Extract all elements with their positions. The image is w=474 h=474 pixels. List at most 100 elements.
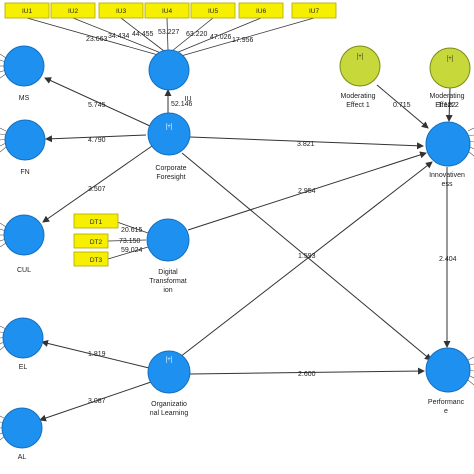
dt-indicator-label: DT2 xyxy=(90,239,103,246)
digital-transformation-label-1: Digital xyxy=(158,269,178,276)
iu-loading-label: 53.227 xyxy=(158,29,180,36)
path-label-mod2-innov: 1.122 xyxy=(438,102,456,109)
iu-label: IU xyxy=(185,96,192,103)
path-dt-innov xyxy=(187,151,427,231)
construct-fn[interactable]: FN xyxy=(4,119,46,176)
iu-loading-label: 17.956 xyxy=(232,37,254,44)
path-cf-fn xyxy=(45,134,147,143)
iu-indicator-6[interactable]: IU6 xyxy=(238,2,284,19)
cul-label: CUL xyxy=(17,267,31,274)
path-label-cf-iu: 52.146 xyxy=(171,101,193,108)
dt-loading-label: 20.615 xyxy=(121,227,143,234)
indicator-stubs xyxy=(0,53,474,441)
dt-loading-labels: 20.615 73.150 59.024 xyxy=(119,227,143,254)
iu-indicator-5[interactable]: IU5 xyxy=(190,2,236,19)
iu-indicator-label: IU6 xyxy=(256,8,267,15)
path-ol-perf xyxy=(189,367,425,375)
path-label-cf-cul: 3.507 xyxy=(88,186,106,193)
moderating-effect-2-label-1: Moderating xyxy=(429,93,464,100)
construct-al[interactable]: AL xyxy=(1,407,43,461)
organizational-learning-label-1: Organizatio xyxy=(151,401,187,408)
iu-indicator-1[interactable]: IU1 xyxy=(4,2,50,19)
el-label: EL xyxy=(19,364,28,371)
construct-cul[interactable]: CUL xyxy=(3,214,45,274)
moderating-effect-1-label-2: Effect 1 xyxy=(346,102,370,109)
fn-label: FN xyxy=(20,169,29,176)
path-label-ol-el: 1.819 xyxy=(88,351,106,358)
path-cf-ms xyxy=(44,77,151,127)
construct-ms[interactable]: MS xyxy=(3,45,45,102)
path-label-innov-perf: 2.404 xyxy=(439,256,457,263)
iu-indicator-label: IU7 xyxy=(309,8,320,15)
iu-loading-label: 23.663 xyxy=(86,36,108,43)
ms-label: MS xyxy=(19,95,30,102)
innovativeness-label-1: Innovativen xyxy=(429,172,465,179)
iu-indicator-label: IU4 xyxy=(162,8,173,15)
moderating-effect-2-mark: [+] xyxy=(447,56,454,62)
iu-indicator-row: IU1 IU2 IU3 IU4 IU5 IU6 IU7 xyxy=(4,2,337,19)
iu-indicator-label: IU2 xyxy=(68,8,79,15)
construct-moderating-effect-1[interactable]: [+] Moderating Effect 1 xyxy=(339,45,381,109)
path-label-mod1-innov: 0.715 xyxy=(393,102,411,109)
corporate-foresight-label-2: Foresight xyxy=(156,174,185,181)
path-cf-cul xyxy=(42,145,153,223)
corporate-foresight-label-1: Corporate xyxy=(155,165,186,172)
path-label-cf-perf: 1.593 xyxy=(298,253,316,260)
iu-indicator-2[interactable]: IU2 xyxy=(50,2,96,19)
performance-label-2: e xyxy=(444,408,448,415)
construct-innovativeness[interactable]: Innovativen ess xyxy=(425,121,471,188)
path-label-ol-perf: 2.600 xyxy=(298,371,316,378)
path-label-cf-innov: 3.821 xyxy=(297,141,315,148)
moderating-effect-1-label-1: Moderating xyxy=(340,93,375,100)
path-cf-perf xyxy=(181,152,432,361)
dt-indicator-label: DT3 xyxy=(90,257,103,264)
iu-indicator-label: IU1 xyxy=(22,8,33,15)
construct-organizational-learning[interactable]: [+] Organizatio nal Learning xyxy=(147,350,191,417)
path-ol-al xyxy=(39,381,152,422)
moderating-effect-2-label-2: Effect 2 xyxy=(435,102,459,109)
dt-loading-label: 59.024 xyxy=(121,247,143,254)
path-label-ol-al: 3.087 xyxy=(88,398,106,405)
iu-indicator-label: IU5 xyxy=(208,8,219,15)
dt-indicator-2[interactable]: DT2 xyxy=(73,233,109,249)
structural-paths xyxy=(39,77,453,422)
performance-label-1: Performanc xyxy=(428,399,465,406)
construct-corporate-foresight[interactable]: [+] Corporate Foresight xyxy=(147,112,191,181)
iu-loading-label: 34.434 xyxy=(108,33,130,40)
path-mod2-innov xyxy=(445,87,453,122)
dt-indicator-3[interactable]: DT3 xyxy=(73,251,109,267)
dt-indicator-1[interactable]: DT1 xyxy=(73,213,119,229)
iu-loading-label: 47.026 xyxy=(210,34,232,41)
construct-el[interactable]: EL xyxy=(2,317,44,371)
organizational-learning-mark: [+] xyxy=(166,357,173,363)
iu-indicator-label: IU3 xyxy=(116,8,127,15)
dt-indicator-lines xyxy=(107,221,149,260)
iu-indicator-3[interactable]: IU3 xyxy=(98,2,144,19)
iu-indicator-lines xyxy=(26,17,315,57)
iu-indicator-7[interactable]: IU7 xyxy=(291,2,337,19)
innovativeness-label-2: ess xyxy=(442,181,453,188)
path-ol-innov xyxy=(179,161,433,358)
path-ol-el xyxy=(41,340,150,369)
organizational-learning-label-2: nal Learning xyxy=(150,410,189,417)
dt-indicator-label: DT1 xyxy=(90,219,103,226)
iu-loading-label: 63.220 xyxy=(186,31,208,38)
path-label-cf-fn: 4.790 xyxy=(88,137,106,144)
path-coefficient-labels: 52.146 5.745 4.790 3.507 3.821 1.593 2.9… xyxy=(88,101,457,405)
construct-moderating-effect-2[interactable]: [+] Moderating Effect 2 xyxy=(429,47,471,109)
path-cf-innov xyxy=(189,136,424,150)
dt-loading-label: 73.150 xyxy=(119,238,141,245)
digital-transformation-label-3: ion xyxy=(163,287,172,294)
construct-digital-transformation[interactable]: Digital Transformat ion xyxy=(146,218,190,294)
path-mod1-innov xyxy=(376,84,429,129)
al-label: AL xyxy=(18,454,27,461)
construct-iu[interactable]: IU xyxy=(148,49,192,103)
iu-indicator-4[interactable]: IU4 xyxy=(144,2,190,19)
path-label-dt-innov: 2.954 xyxy=(298,188,316,195)
digital-transformation-label-2: Transformat xyxy=(149,278,187,285)
moderating-effect-1-mark: [+] xyxy=(357,54,364,60)
construct-performance[interactable]: Performanc e xyxy=(425,347,471,415)
